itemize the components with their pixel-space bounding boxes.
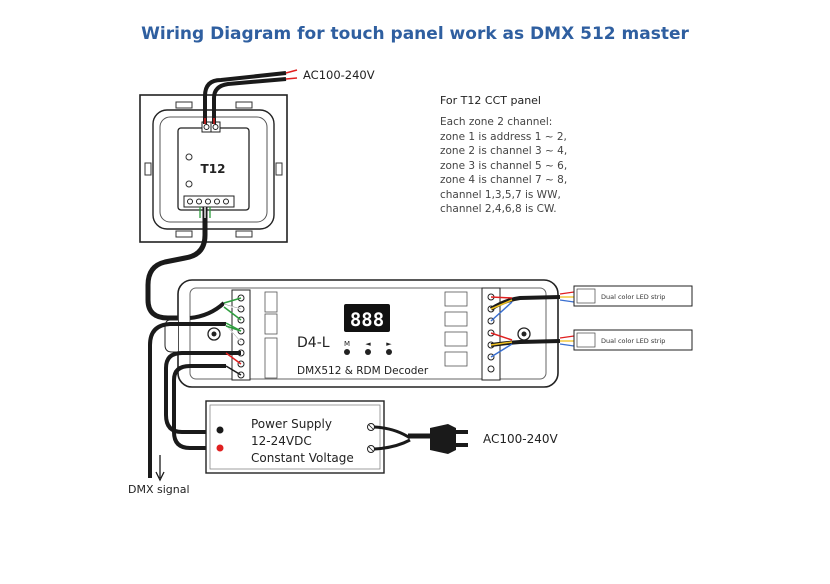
mains-right-label: AC100-240V — [483, 432, 559, 446]
led-strip-1-label: Dual color LED strip — [601, 293, 665, 301]
psu-line-1: Power Supply — [251, 417, 332, 431]
notes-line-7: channel 2,4,6,8 is CW. — [440, 203, 557, 215]
led-strip-1 — [573, 285, 693, 307]
decoder-box — [164, 279, 559, 388]
dmx-signal-lead — [148, 440, 165, 482]
decoder-name-label: DMX512 & RDM Decoder — [297, 365, 429, 377]
notes-line-3: zone 2 is channel 3 ~ 4, — [440, 145, 568, 157]
decoder-button-right-label: ► — [386, 340, 392, 348]
dmx-signal-label: DMX signal — [128, 483, 190, 496]
mains-plug — [373, 424, 468, 454]
psu-line-2: 12-24VDC — [251, 434, 312, 448]
notes-line-4: zone 3 is channel 5 ~ 6, — [440, 159, 568, 172]
panel-dmx-wire — [145, 207, 211, 321]
psu-line-3: Constant Voltage — [251, 451, 354, 465]
decoder-button-m-label: M — [344, 340, 350, 348]
diagram-title: Wiring Diagram for touch panel work as D… — [141, 24, 689, 44]
notes-line-5: zone 4 is channel 7 ~ 8, — [440, 174, 568, 186]
decoder-button-left-label: ◄ — [365, 340, 371, 348]
decoder-display: 888 — [350, 309, 384, 331]
channel-notes: For T12 CCT panel Each zone 2 channel: z… — [440, 94, 567, 217]
notes-line-6: channel 1,3,5,7 is WW, — [440, 188, 561, 201]
decoder-model-label: D4-L — [297, 335, 330, 351]
led-strip-2-label: Dual color LED strip — [601, 337, 665, 345]
panel-model-label: T12 — [201, 162, 226, 176]
notes-line-1: Each zone 2 channel: — [440, 116, 553, 128]
notes-heading: For T12 CCT panel — [440, 94, 541, 107]
psu-to-decoder-wires — [164, 351, 242, 450]
panel-mains-wire — [203, 69, 298, 124]
led-output-wires — [489, 291, 575, 358]
touch-panel: T12 — [139, 94, 288, 243]
mains-top-label: AC100-240V — [303, 68, 375, 82]
led-strip-2 — [573, 329, 693, 351]
notes-line-2: zone 1 is address 1 ~ 2, — [440, 130, 567, 143]
decoder-dmx-input-wires — [148, 297, 242, 478]
